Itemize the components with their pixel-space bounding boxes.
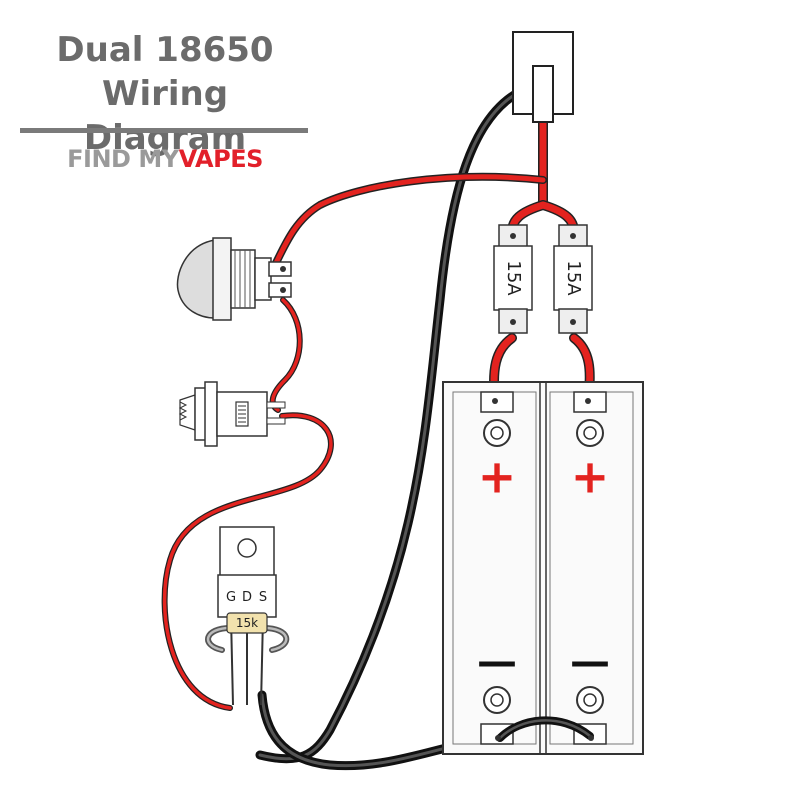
mosfet: G D S 15k bbox=[205, 526, 290, 706]
brand-logo: FIND MYVAPES bbox=[20, 145, 310, 173]
battery-right-positive: + bbox=[571, 450, 610, 504]
resistor-label: 15k bbox=[236, 616, 258, 630]
push-button-switch bbox=[176, 237, 292, 321]
mosfet-pin-g: G bbox=[226, 590, 236, 605]
mosfet-pin-d: D bbox=[242, 590, 252, 605]
510-connector bbox=[512, 31, 574, 123]
battery-left-positive: + bbox=[478, 450, 517, 504]
title-line-2: Wiring Diagram bbox=[83, 74, 247, 158]
fuse-right-label: 15A bbox=[563, 260, 584, 296]
diagram-title: Dual 18650 Wiring Diagram bbox=[20, 28, 310, 160]
title-underline bbox=[20, 128, 308, 133]
brand-logo-part1: FIND MY bbox=[67, 145, 179, 173]
battery-right-negative: — bbox=[570, 639, 610, 685]
battery-left-negative: — bbox=[477, 639, 517, 685]
mosfet-pin-s: S bbox=[259, 590, 267, 605]
battery-holder: + + — — bbox=[442, 381, 644, 755]
slide-switch bbox=[178, 381, 286, 447]
fuse-right: 15A bbox=[553, 224, 593, 334]
fuse-left: 15A bbox=[493, 224, 533, 334]
fuse-left-label: 15A bbox=[503, 260, 524, 296]
brand-logo-part2: VAPES bbox=[178, 145, 264, 173]
resistor bbox=[226, 612, 268, 634]
title-line-1: Dual 18650 bbox=[56, 30, 274, 70]
